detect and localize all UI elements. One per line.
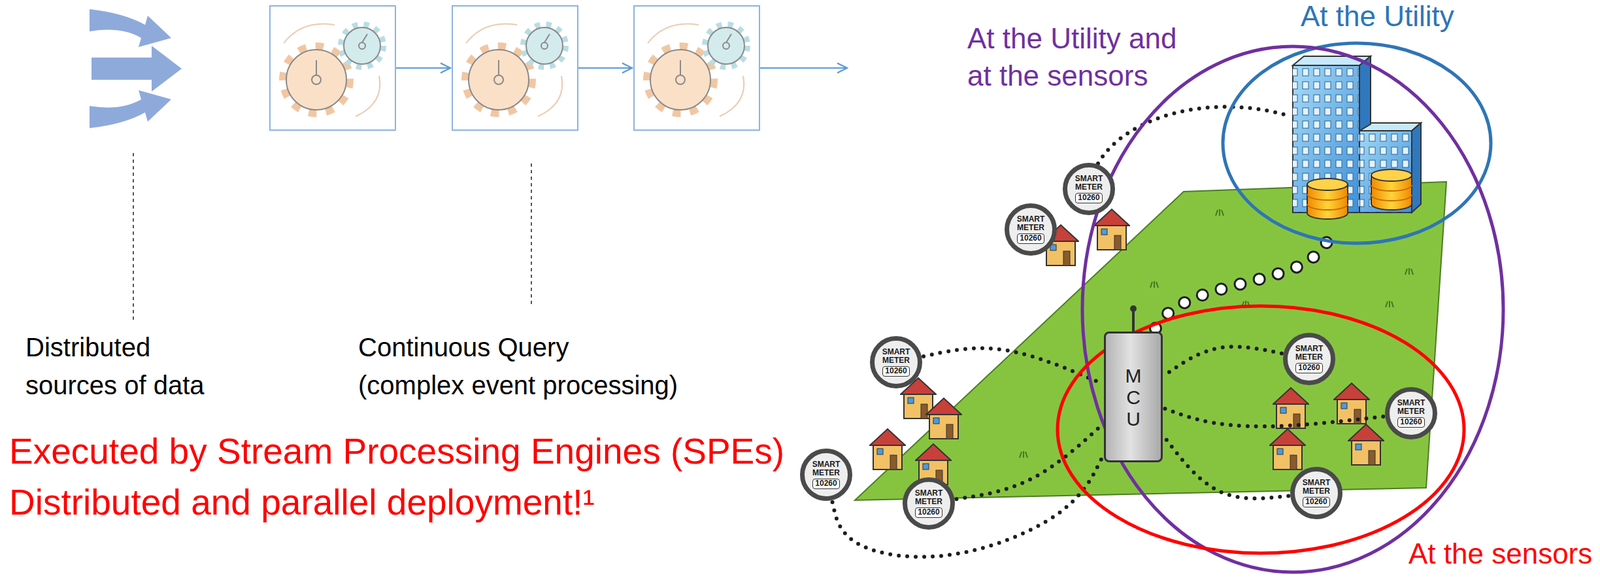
region-ellipse [1222,43,1491,244]
operator-chain [396,67,451,69]
dotted-link [1164,346,1282,376]
utility-building [1359,56,1371,131]
meter-reading: 10260 [812,478,840,489]
label-holder: Distributed sources of data [25,328,222,404]
region-label-holder: At the Utility and at the sensors [967,19,1197,95]
smart-meter: SMART METER10260 [1004,203,1057,256]
dotted-link [1164,408,1384,427]
houses [869,428,906,470]
label-holder: Continuous Query (complex event processi… [358,328,680,404]
mcu-box: MCU [1103,331,1163,463]
smart-meter: SMART METER10260 [1062,162,1116,216]
smart-meter: SMART METER10260 [1290,466,1343,519]
region-label-holder: At the Utility [1300,0,1510,34]
region-label: At the Utility [1300,0,1510,34]
leader-line [530,163,533,304]
meter-label: SMART METER [1014,215,1048,232]
grass-field [854,181,1447,500]
utility-building [1292,65,1360,213]
grass-field [1019,209,1414,458]
utility-building [1292,65,1360,213]
utility-building [1352,130,1412,213]
operator-chain [269,5,396,131]
mcu-antenna [1130,305,1137,312]
headline-text: Distributed and parallel deployment!¹ [9,479,595,525]
label-holder: Executed by Stream Processing Engines (S… [9,428,785,474]
houses [1269,428,1306,470]
smart-meter: SMART METER10260 [1283,332,1336,385]
houses [1333,383,1370,424]
dotted-link [1164,437,1289,499]
meter-label: SMART METER [912,488,946,506]
meter-label: SMART METER [1394,398,1428,416]
source-arrows [89,9,182,129]
meter-reading: 10260 [1397,416,1425,428]
meter-reading: 10260 [915,507,942,518]
operator-chain [269,5,848,131]
operator-chain [760,67,848,69]
houses [869,209,1384,485]
meter-label: SMART METER [1300,478,1333,495]
source-arrows [89,90,172,129]
meter-reading: 10260 [1295,362,1323,374]
operator-chain [578,67,633,69]
region-ellipse [1082,46,1504,572]
region-outline: At the Utility [1220,41,1493,246]
region-ellipse [1057,305,1465,553]
operator-chain [633,5,760,131]
meter-reading: 10260 [1016,233,1044,244]
region-ellipse [1220,41,1493,246]
mcu-antenna [1132,309,1135,333]
meter-reading: 10260 [1302,496,1330,508]
annotation-text: Distributed sources of data [25,328,222,404]
grass-field [854,181,1447,500]
operator-chain [452,5,578,131]
utility-building [1411,122,1421,213]
network-wire [1155,226,1334,329]
source-arrows [89,9,172,48]
meter-label: SMART METER [1072,174,1106,191]
region-outline: At the sensorsMCUSMART METER10260SMART M… [1055,303,1467,555]
leader-line [132,152,134,321]
annotation-text: Continuous Query (complex event processi… [358,328,680,404]
database-cylinders [1307,178,1348,191]
meter-label: SMART METER [1292,344,1326,361]
dotted-link [832,457,1102,557]
database-cylinders [1371,184,1412,201]
smart-meter: SMART METER10260 [800,448,853,501]
meter-label: SMART METER [879,347,913,365]
houses [1348,424,1384,465]
region-label: At the sensors [1408,537,1599,571]
leader-line [133,152,532,321]
region-label: At the Utility and at the sensors [967,19,1197,95]
mcu-label: MCU [1123,364,1144,430]
meter-reading: 10260 [1075,192,1102,204]
houses [926,398,962,439]
network-wire [1155,226,1334,329]
database-cylinders [1307,169,1412,219]
meter-reading: 10260 [882,366,910,377]
database-cylinders [1307,194,1348,210]
smart-meter: SMART METER10260 [1384,386,1438,440]
smart-meter: SMART METER10260 [902,477,955,530]
source-arrows [91,45,182,92]
houses [1094,209,1130,250]
label-holder: Distributed and parallel deployment!¹ [9,479,595,525]
mcu-antenna [1130,305,1137,333]
houses [1273,387,1309,429]
network-wire [1098,106,1291,164]
utility-building [1352,130,1412,213]
smart-meter: SMART METER10260 [869,335,923,389]
headline-text: Executed by Stream Processing Engines (S… [9,428,785,474]
meter-label: SMART METER [809,460,843,477]
database-cylinders [1371,169,1412,182]
region-label-holder: At the sensors [1408,537,1599,571]
